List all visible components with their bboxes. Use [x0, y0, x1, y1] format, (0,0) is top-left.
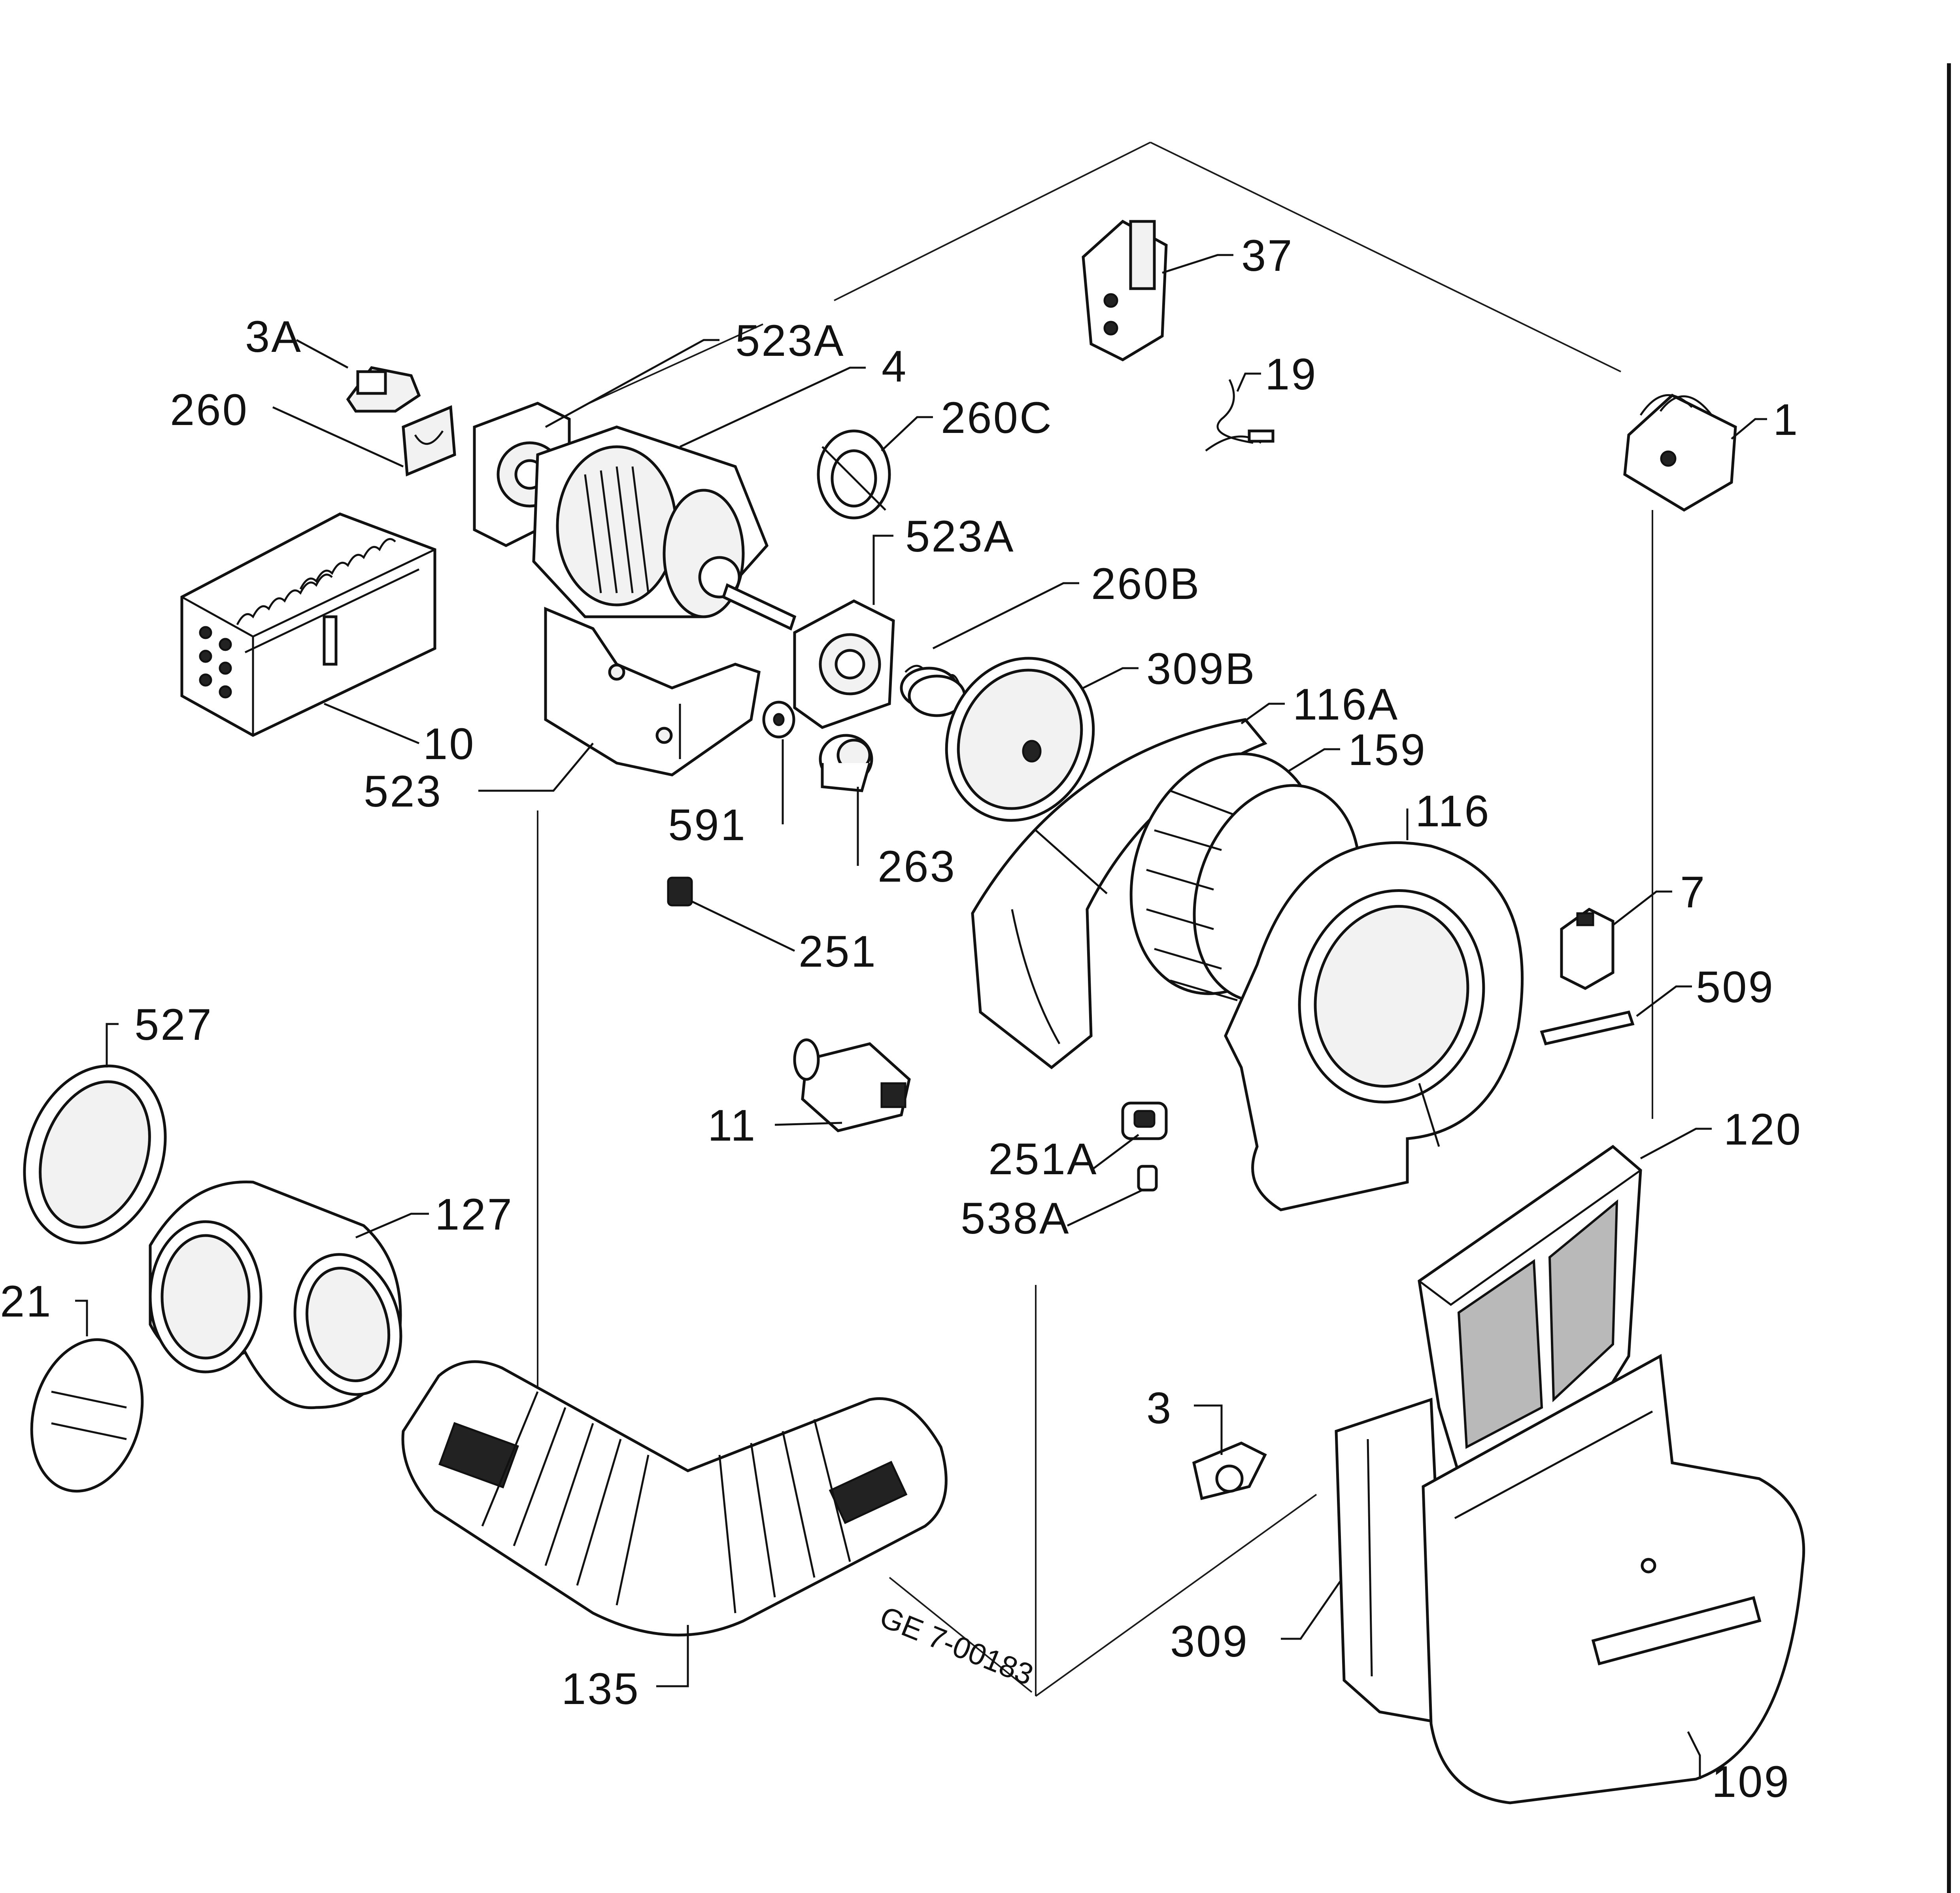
part-109-blower-housing [1422, 1354, 1805, 1804]
part-21-end-cap [30, 1338, 144, 1493]
part-37-connector-block [1082, 219, 1168, 361]
callout-labels: 3A 260 523A 4 260C 37 19 1 523A 260B 10 … [0, 231, 1802, 1806]
cabinet-outline-frame [537, 142, 1653, 1697]
part-309-duct [1335, 1398, 1448, 1726]
callout-1: 1 [1773, 395, 1799, 444]
part-509-pin [1540, 1010, 1635, 1046]
callout-591: 591 [668, 800, 747, 850]
callout-159: 159 [1348, 725, 1427, 775]
callout-19: 19 [1265, 350, 1318, 399]
part-591-washer [762, 701, 795, 739]
part-4-drive-motor [532, 425, 797, 631]
callout-509: 509 [1696, 962, 1775, 1012]
callout-120: 120 [1724, 1105, 1802, 1154]
part-309b-seal-disc [945, 657, 1095, 822]
callout-37: 37 [1241, 231, 1294, 280]
callout-263: 263 [878, 842, 956, 891]
callout-523: 523 [364, 767, 442, 816]
callout-527: 527 [134, 1000, 213, 1049]
part-260c-clamp [817, 429, 891, 520]
part-1-timer-switch [1623, 393, 1737, 512]
part-251a-grommet [1121, 1101, 1168, 1140]
callout-523a-mid: 523A [905, 512, 1015, 561]
callout-260b: 260B [1091, 559, 1201, 608]
part-260-bracket [402, 405, 456, 477]
callout-116a: 116A [1293, 680, 1399, 729]
callout-11: 11 [708, 1101, 757, 1150]
callout-10: 10 [423, 719, 476, 769]
callout-116: 116 [1415, 786, 1491, 836]
part-135-flex-hose [401, 1360, 948, 1637]
callout-4: 4 [882, 342, 908, 391]
part-263-bearing [819, 734, 873, 792]
callout-3: 3 [1146, 1383, 1173, 1433]
callout-309: 309 [1170, 1617, 1249, 1666]
part-10-heater-element [180, 512, 436, 737]
part-538a-sleeve [1137, 1165, 1158, 1192]
callout-109: 109 [1712, 1757, 1790, 1806]
part-7-door-switch [1560, 907, 1614, 990]
part-251-grommet [667, 877, 693, 907]
callout-309b: 309B [1146, 644, 1256, 693]
part-116-fan-housing-front [1224, 841, 1524, 1211]
part-523a-motor-plate-right [793, 599, 895, 729]
callout-538a: 538A [961, 1194, 1071, 1243]
callout-3a: 3A [245, 312, 302, 361]
callout-260c: 260C [941, 393, 1053, 442]
part-527-clamp-ring [23, 1064, 167, 1245]
part-19-sensor-probe [1205, 379, 1275, 452]
callout-523a-top: 523A [735, 316, 845, 365]
part-127-t-adapter [149, 1180, 402, 1409]
callout-251a: 251A [988, 1134, 1098, 1184]
callout-135: 135 [561, 1664, 640, 1714]
part-3-thermostat [1192, 1441, 1267, 1500]
part-260b-spring [900, 665, 966, 717]
callout-127: 127 [435, 1190, 514, 1239]
leader-lines [75, 254, 1767, 1779]
callout-260: 260 [170, 385, 249, 435]
part-11-capacitor [793, 1038, 911, 1132]
part-3a-clip [346, 366, 421, 413]
callout-7: 7 [1680, 867, 1706, 917]
drawing-reference: GE 7-00183 [875, 1600, 1038, 1692]
part-523-motor-cradle [544, 606, 761, 776]
callout-21: 21 [0, 1277, 53, 1326]
callout-251: 251 [799, 927, 877, 976]
